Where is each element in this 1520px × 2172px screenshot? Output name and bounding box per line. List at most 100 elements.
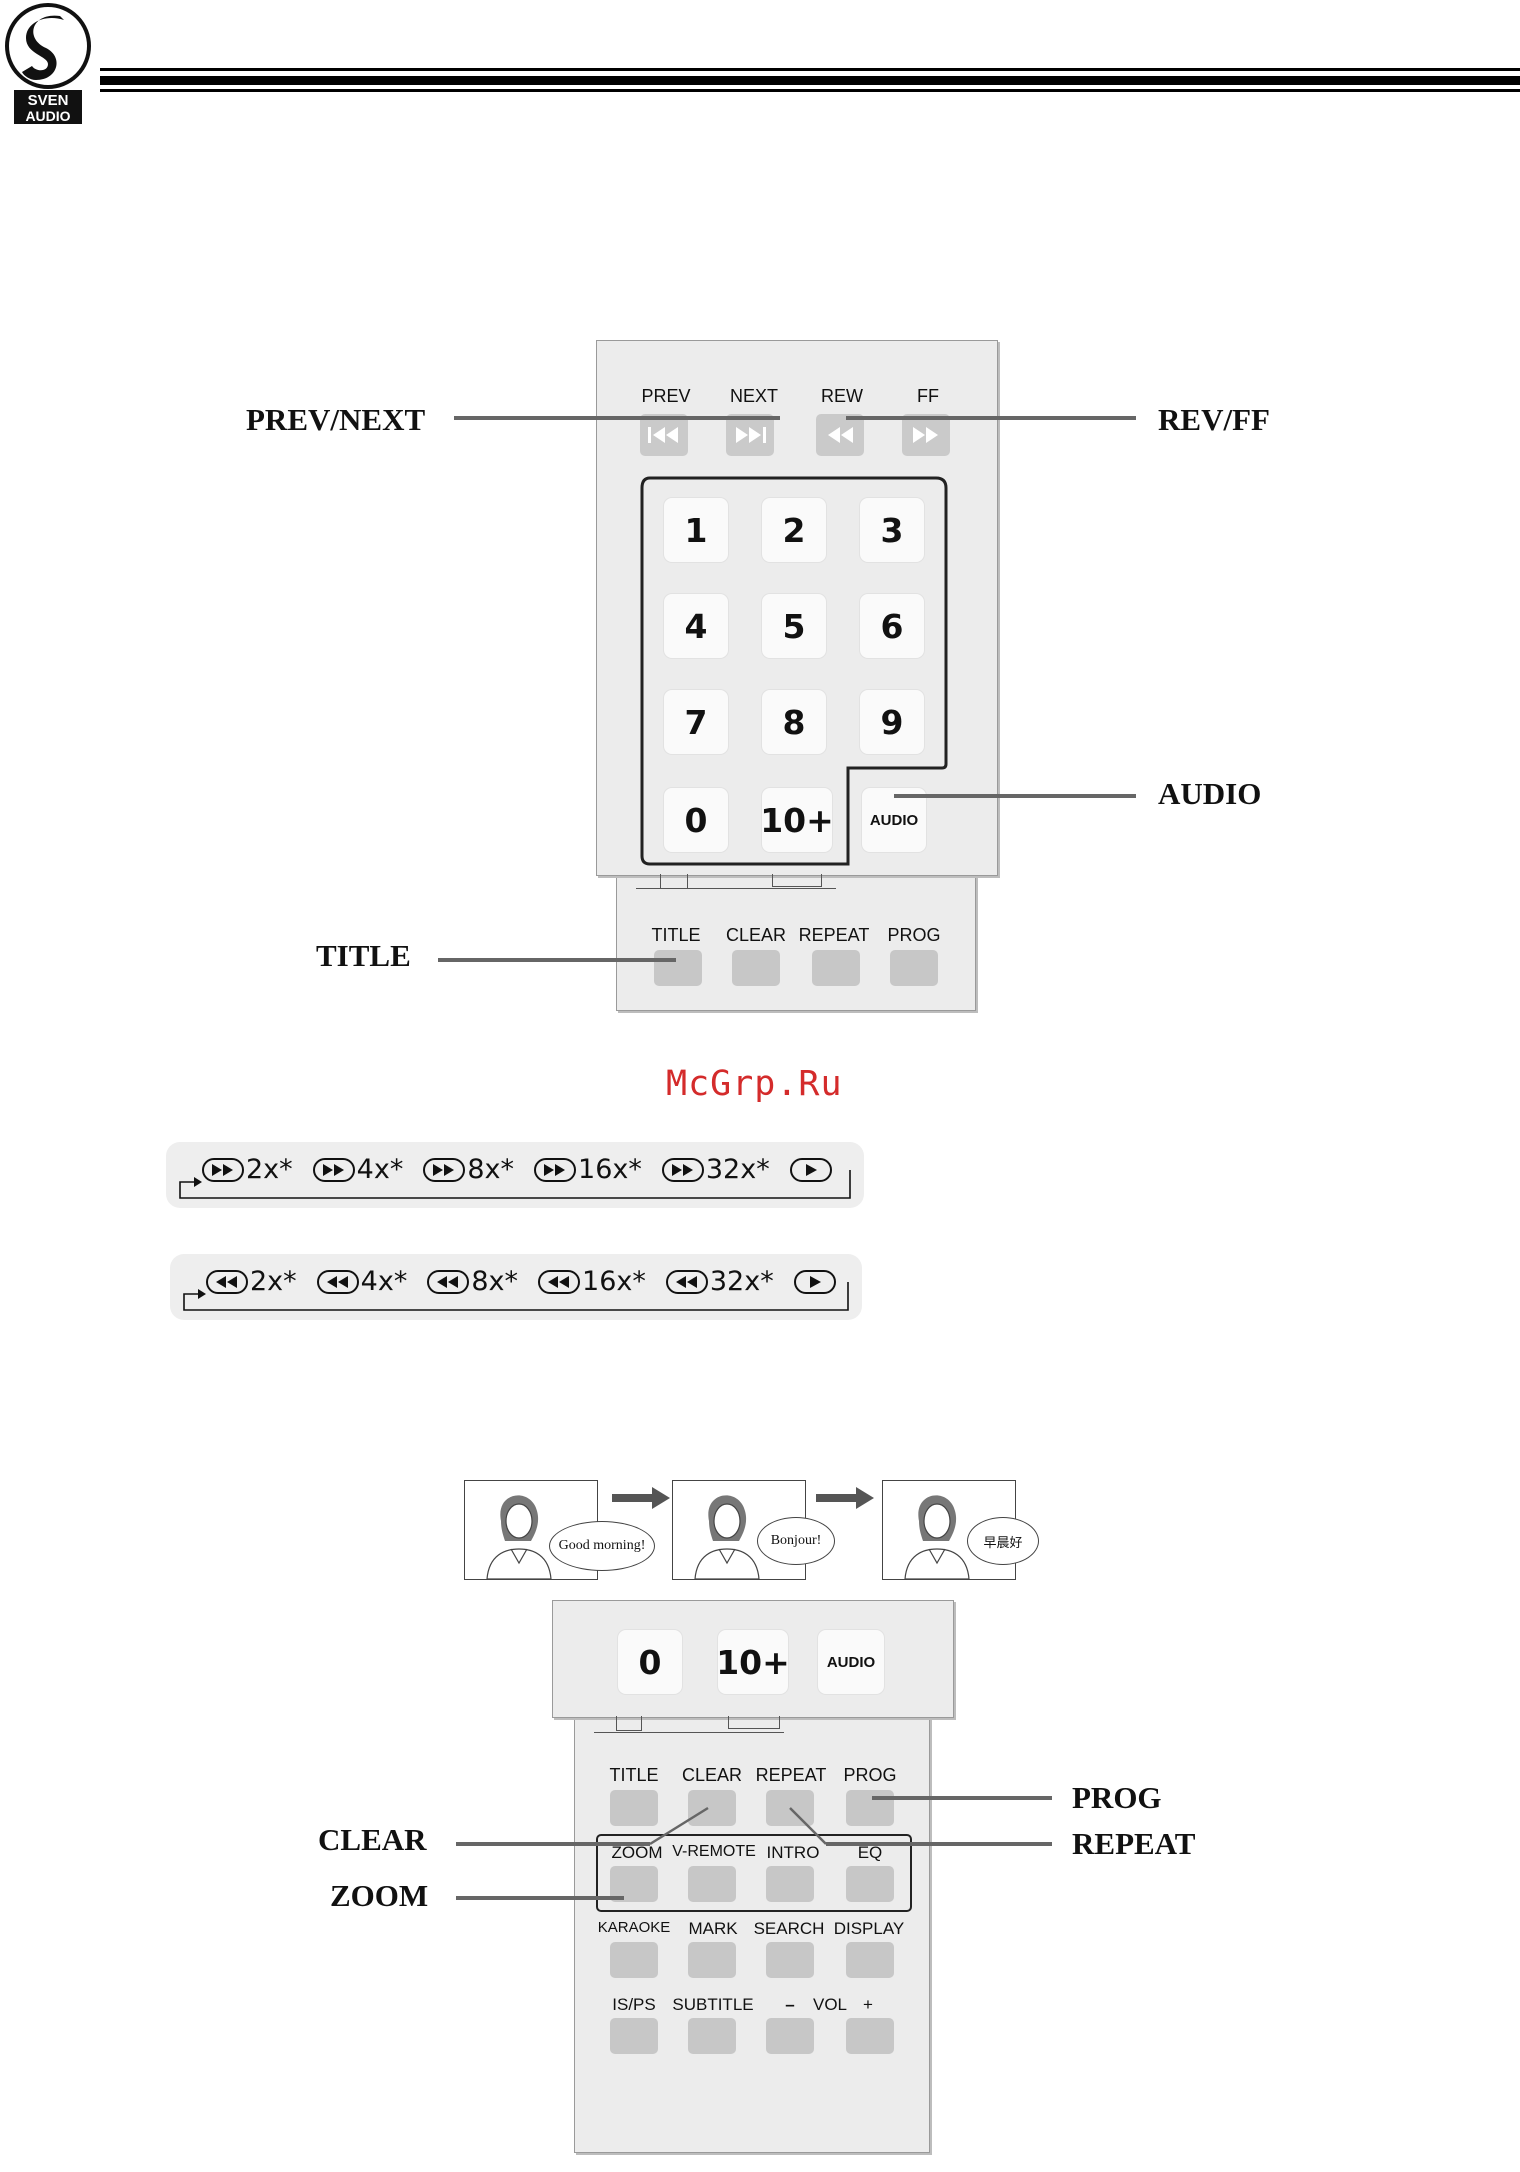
- forward-speed-item: 4x*: [312, 1154, 403, 1185]
- label2-prog: PROG: [843, 1765, 897, 1785]
- label-title: TITLE: [651, 925, 701, 945]
- label2-intro: INTRO: [766, 1843, 820, 1862]
- forward-speed-label: 8x*: [467, 1154, 515, 1185]
- prev-button[interactable]: [640, 414, 688, 456]
- label2-clear: CLEAR: [681, 1765, 743, 1785]
- key-8[interactable]: 8: [762, 690, 826, 754]
- subtitle-panel-french: Bonjour!: [672, 1480, 835, 1580]
- subtitle-panel-english: Good morning!: [464, 1480, 655, 1580]
- zoom-row-highlight-frame: [596, 1834, 912, 1912]
- sven-audio-logo: SVEN AUDIO: [5, 3, 91, 124]
- play-icon: [793, 1269, 836, 1294]
- rewind-icon: [427, 1269, 470, 1294]
- skip-back-icon: [648, 427, 678, 443]
- hinge2-line: [594, 1732, 784, 1733]
- subtitle-panel-chinese: 早晨好: [882, 1480, 1039, 1580]
- rewind-icon: [206, 1269, 248, 1294]
- key-9[interactable]: 9: [860, 690, 924, 754]
- callout-audio: AUDIO: [1158, 776, 1262, 811]
- key-1[interactable]: 1: [664, 498, 728, 562]
- label-prog: PROG: [887, 925, 941, 945]
- label2-vol: VOL: [812, 1995, 848, 2014]
- key2-10-plus[interactable]: 10+: [716, 1630, 790, 1694]
- subtitle-button[interactable]: [688, 2018, 736, 2054]
- intro-button[interactable]: [766, 1866, 814, 1902]
- rewind-icon: [665, 1269, 708, 1294]
- eq-button[interactable]: [846, 1866, 894, 1902]
- next-button[interactable]: [726, 414, 774, 456]
- label2-vol-plus: +: [863, 1995, 873, 2014]
- rewind-icon: [538, 1269, 581, 1294]
- logo-text-top: SVEN: [28, 92, 69, 109]
- key-2[interactable]: 2: [762, 498, 826, 562]
- karaoke-button[interactable]: [610, 1942, 658, 1978]
- callout-prev-next: PREV/NEXT: [246, 402, 426, 437]
- forward-speed-item: 32x*: [661, 1154, 770, 1185]
- label2-zoom: ZOOM: [611, 1843, 663, 1862]
- mark-button[interactable]: [688, 1942, 736, 1978]
- fast-forward-icon: [423, 1157, 466, 1182]
- reverse-speed-label: 4x*: [360, 1266, 408, 1297]
- forward-loop-bracket: [179, 1170, 851, 1199]
- search-button[interactable]: [766, 1942, 814, 1978]
- forward-speed-item: 8x*: [423, 1154, 514, 1185]
- vol-down-button[interactable]: [766, 2018, 814, 2054]
- key-4[interactable]: 4: [664, 594, 728, 658]
- repeat-button[interactable]: [812, 950, 860, 986]
- label-rew: REW: [821, 386, 863, 406]
- label2-eq: EQ: [857, 1843, 883, 1862]
- clear2-button[interactable]: [688, 1790, 736, 1826]
- reverse-speed-item: 16x*: [538, 1266, 646, 1297]
- ff-button[interactable]: [902, 414, 950, 456]
- label-next: NEXT: [729, 386, 778, 406]
- reverse-speed-sequence: 2x* 4x* 8x* 16x* 32x*: [170, 1254, 862, 1320]
- clear-button[interactable]: [732, 950, 780, 986]
- key-6[interactable]: 6: [860, 594, 924, 658]
- subtitle-bubble-english: Good morning!: [549, 1521, 655, 1571]
- hinge2-tab-left: [616, 1716, 642, 1731]
- label2-title: TITLE: [609, 1765, 659, 1785]
- v-remote-button[interactable]: [688, 1866, 736, 1902]
- callout-rev-ff: REV/FF: [1158, 402, 1270, 437]
- reverse-speed-label: 16x*: [582, 1266, 646, 1297]
- key2-0[interactable]: 0: [618, 1630, 682, 1694]
- watermark-text: McGrp.Ru: [666, 1064, 843, 1104]
- is-ps-button[interactable]: [610, 2018, 658, 2054]
- subtitle-bubble-chinese: 早晨好: [967, 1517, 1039, 1565]
- key-3[interactable]: 3: [860, 498, 924, 562]
- reverse-play-item: [793, 1269, 838, 1294]
- key-0[interactable]: 0: [664, 788, 728, 852]
- label2-vol-minus: –: [785, 1995, 795, 2014]
- reverse-speed-item: 4x*: [316, 1266, 408, 1297]
- remote-lower-body: [616, 866, 976, 1011]
- remote2-lower-body: [574, 1712, 930, 2153]
- callout-title: TITLE: [316, 938, 411, 973]
- vol-up-button[interactable]: [846, 2018, 894, 2054]
- fast-forward-icon: [913, 427, 938, 443]
- callout-repeat: REPEAT: [1072, 1826, 1196, 1861]
- audio2-button[interactable]: AUDIO: [818, 1630, 884, 1694]
- key-5[interactable]: 5: [762, 594, 826, 658]
- key-7[interactable]: 7: [664, 690, 728, 754]
- fast-forward-icon: [202, 1157, 244, 1182]
- label-ff: FF: [917, 386, 939, 406]
- leader-audio: [894, 794, 1136, 798]
- prog-button[interactable]: [890, 950, 938, 986]
- reverse-speed-item: 2x*: [206, 1266, 297, 1297]
- title-button[interactable]: [654, 950, 702, 986]
- label2-display: DISPLAY: [833, 1919, 905, 1938]
- subtitle-bubble-french: Bonjour!: [757, 1517, 835, 1565]
- hinge-line: [636, 888, 836, 889]
- audio-button[interactable]: AUDIO: [862, 788, 926, 852]
- label2-repeat: REPEAT: [755, 1765, 827, 1785]
- arrow-right-icon: [816, 1487, 874, 1509]
- rew-button[interactable]: [816, 414, 864, 456]
- title2-button[interactable]: [610, 1790, 658, 1826]
- key-10-plus[interactable]: 10+: [760, 788, 834, 852]
- fast-forward-icon: [312, 1157, 355, 1182]
- fast-forward-icon: [534, 1157, 577, 1182]
- display-button[interactable]: [846, 1942, 894, 1978]
- leader-prev-next: [454, 416, 780, 420]
- forward-play-item: [789, 1157, 834, 1182]
- logo-text-bottom: AUDIO: [25, 108, 70, 124]
